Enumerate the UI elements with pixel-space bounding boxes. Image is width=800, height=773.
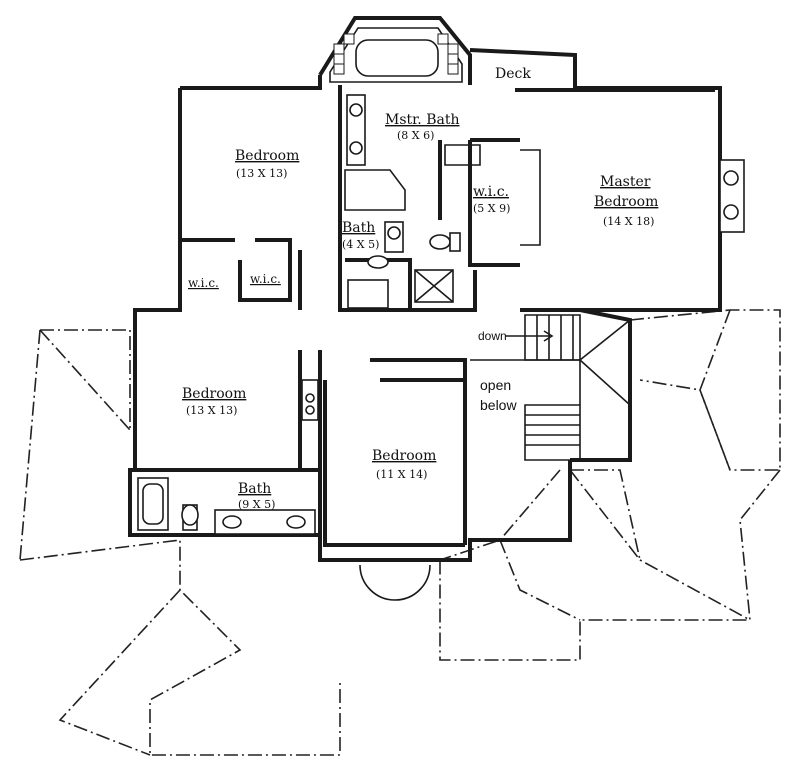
fixtures [137, 94, 745, 535]
master-bedroom-dim: (14 X 18) [603, 215, 654, 228]
wic-master-dim: (5 X 9) [473, 202, 510, 215]
bedroom-3-name: Bedroom [372, 448, 436, 464]
room-labels: Deck Mstr. Bath (8 X 6) Bedroom (13 X 13… [182, 66, 658, 511]
open-below-line-2: below [480, 397, 517, 413]
mstr-bath-name: Mstr. Bath [385, 112, 459, 128]
bedroom-1-dim: (13 X 13) [236, 167, 287, 180]
bath-hall-dim: (9 X 5) [238, 498, 275, 511]
master-bedroom-name-1: Master [600, 174, 651, 190]
stairs-down-label: down [478, 329, 507, 343]
roof-lines [19, 309, 781, 756]
master-bedroom-name-2: Bedroom [594, 194, 658, 210]
wic-right-label: w.i.c. [250, 272, 281, 286]
mstr-bath-dim: (8 X 6) [397, 129, 434, 142]
master-tub [329, 27, 463, 83]
bedroom-2-dim: (13 X 13) [186, 404, 237, 417]
bedroom-3-dim: (11 X 14) [376, 468, 427, 481]
bath-small-name: Bath [342, 220, 375, 236]
wic-left-label: w.i.c. [188, 276, 219, 290]
interior-walls [135, 85, 715, 547]
bath-small-dim: (4 X 5) [342, 238, 379, 251]
open-below-line-1: open [480, 377, 511, 393]
tub-tile-grid [333, 33, 459, 75]
entry-door-swing [359, 564, 431, 601]
bedroom-1-name: Bedroom [235, 148, 299, 164]
wic-master-name: w.i.c. [473, 184, 509, 200]
stairs [470, 314, 631, 461]
bedroom-2-name: Bedroom [182, 386, 246, 402]
bath-hall-name: Bath [238, 481, 271, 497]
deck-label: Deck [495, 66, 531, 82]
